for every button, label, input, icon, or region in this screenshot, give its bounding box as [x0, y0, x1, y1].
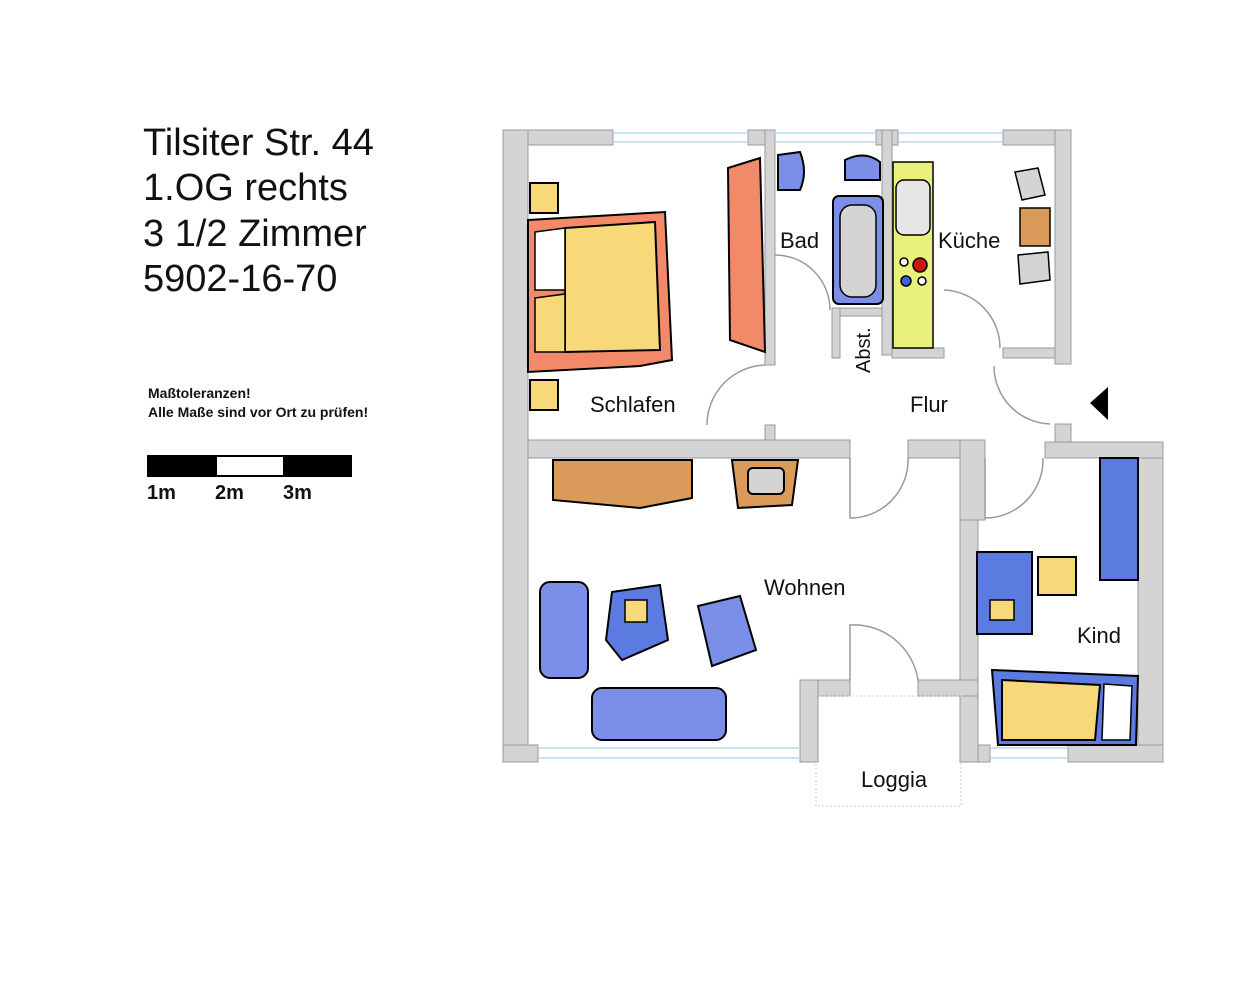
stove-burner-icon [912, 257, 928, 273]
door-swings [706, 254, 1051, 681]
stove-burner-icon [899, 257, 909, 267]
room-label-wohnen: Wohnen [764, 575, 846, 600]
windows [538, 132, 1068, 759]
tv-icon [747, 467, 785, 495]
scale-label-2m: 2m [215, 482, 244, 504]
room-label-kind: Kind [1077, 623, 1121, 648]
floor-line: 1.OG rechts [143, 167, 348, 209]
kitchen-sink-icon [895, 179, 931, 236]
bathroom-fixtures [777, 150, 884, 305]
room-label-abst: Abst. [853, 327, 875, 373]
chair-icon [1017, 251, 1051, 285]
walls [502, 129, 1164, 763]
kids-wardrobe-icon [1099, 457, 1139, 581]
toilet-icon [777, 150, 805, 191]
stove-burner-icon [900, 275, 912, 287]
address-line: Tilsiter Str. 44 [143, 122, 374, 164]
room-label-loggia: Loggia [861, 767, 928, 792]
double-bed-icon [564, 220, 662, 354]
loggia-outline [815, 695, 962, 807]
pillow-icon [534, 227, 566, 291]
verify-note: Alle Maße sind vor Ort zu prüfen! [148, 404, 369, 420]
scale-label-1m: 1m [147, 482, 176, 504]
sofa-icon [591, 687, 727, 741]
scale-label-3m: 3m [283, 482, 312, 504]
living-room-furniture [539, 459, 800, 741]
stove-burner-icon [917, 276, 927, 286]
desk-chair-icon [989, 599, 1015, 621]
room-label-bad: Bad [780, 228, 819, 253]
entrance-arrow-icon [1090, 387, 1108, 420]
sideboard-icon [552, 459, 693, 510]
kids-room-furniture [976, 457, 1140, 746]
nightstand-icon [529, 379, 559, 411]
armchair-icon [539, 581, 589, 679]
rooms-line: 3 1/2 Zimmer [143, 213, 367, 255]
wardrobe-icon [726, 156, 767, 354]
room-label-kueche: Küche [938, 228, 1000, 253]
kids-table-icon [1037, 556, 1077, 596]
armchair-icon [696, 594, 758, 668]
single-bed-icon [1001, 678, 1102, 741]
kids-desk-icon [976, 551, 1033, 635]
tolerance-note: Maßtoleranzen! [148, 385, 251, 401]
room-label-flur: Flur [910, 392, 948, 417]
pillow-icon [534, 293, 566, 353]
kitchen-fixtures [892, 161, 1051, 349]
bedroom-furniture [527, 156, 767, 411]
chair-icon [1014, 167, 1046, 201]
room-label-schlafen: Schlafen [590, 392, 676, 417]
pillow-icon [1101, 683, 1133, 741]
reference-line: 5902-16-70 [143, 258, 338, 300]
sink-icon [844, 154, 881, 181]
scale-segment [283, 455, 352, 477]
nightstand-icon [529, 182, 559, 214]
kitchen-table-icon [1019, 207, 1051, 247]
